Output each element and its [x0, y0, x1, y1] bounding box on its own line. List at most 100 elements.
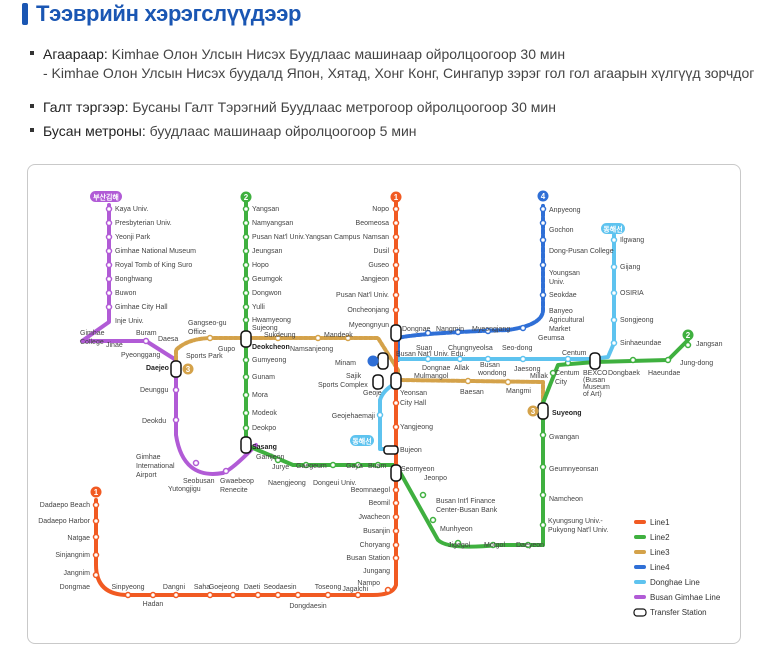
badge-donghae-top [601, 223, 625, 234]
station-label: Dongnae [422, 365, 451, 372]
station-label: Jungang [363, 568, 390, 575]
station-label: Modeok [252, 410, 277, 417]
station-label: Pusan Nat'l Univ.Yangsan Campus [252, 234, 361, 241]
legend-line1-swatch [634, 520, 646, 524]
station-label: Dongwon [252, 290, 282, 297]
badge-line2-top-text: 2 [244, 193, 249, 202]
bullet-icon [30, 128, 34, 133]
station-label: Pukyong Nat'l Univ. [548, 527, 608, 534]
transfer-bexco[interactable] [589, 352, 601, 370]
station-label: Nopo [372, 206, 389, 213]
station-label: Deokdu [142, 418, 166, 425]
station-label: Jwacheon [358, 514, 390, 521]
transfer-deokcheon[interactable] [240, 330, 252, 348]
transfer-seomyeon[interactable] [390, 464, 402, 482]
badge-line1-top [390, 191, 402, 203]
map-legend: Line1 Line2 Line3 Line4 Donghae Line Bus… [633, 518, 721, 617]
station-label: Jangsan [696, 341, 723, 348]
station-label: Jeonpo [424, 475, 447, 482]
badge-gimhae-line [90, 191, 122, 202]
page-title: Тээврийн хэрэгслүүдээр [36, 1, 302, 26]
station-label: Namsan [363, 234, 389, 241]
station-label: Sports Complex [318, 382, 368, 389]
info-sub: - Kimhae Олон Улсын Нисэх буудалд Япон, … [43, 65, 755, 81]
transfer-suyeong[interactable] [537, 402, 549, 420]
station-label: Banyeo [549, 308, 573, 315]
station-label: Centum [555, 370, 580, 377]
station-label: Jurye [272, 464, 289, 471]
station-dot[interactable] [105, 205, 113, 213]
station-label: Namsanjeong [290, 346, 333, 353]
station-label: OSIRIA [620, 290, 644, 297]
station-label: Seodaesin [263, 584, 296, 591]
station-label: Mulmangol [414, 373, 449, 380]
station-label: Presbyterian Univ. [115, 220, 172, 227]
station-label: City [555, 379, 568, 386]
station-label: Gamjeon [256, 454, 285, 461]
station-label: Office [188, 329, 206, 336]
station-label: Yangjeong [400, 424, 433, 431]
legend-donghae-swatch [634, 580, 646, 584]
station-label: Daesa [158, 336, 178, 343]
station-label: Geumnyeonsan [549, 466, 599, 473]
station-label: Jung-dong [680, 360, 713, 367]
transfer-daejeo[interactable] [170, 360, 182, 378]
page-header: Тээврийн хэрэгслүүдээр [22, 0, 302, 28]
info-train: Галт тэргээр: Бусаны Галт Тэрэгний Буудл… [30, 98, 556, 117]
station-label: wondong [477, 370, 507, 377]
transfer-dongnae[interactable] [390, 324, 402, 342]
bullet-icon [30, 104, 34, 109]
station-label: Choryang [360, 542, 390, 549]
station-label: Mora [252, 392, 268, 399]
info-label: Галт тэргээр: [43, 99, 129, 115]
station-label: Sasang [252, 444, 277, 451]
station-label: Yeonsan [400, 390, 427, 397]
title-accent-bar [22, 3, 28, 25]
station-label: Jagalchi [342, 586, 368, 593]
station-label: Centum [562, 350, 587, 357]
legend-label: Transfer Station [650, 608, 707, 617]
station-label: of Art) [583, 391, 602, 398]
badge-line3-left [182, 363, 194, 375]
station-label: Seo-dong [502, 345, 532, 352]
station-label: Beomnaegol [351, 487, 391, 494]
station-label: Sinhaeundae [620, 340, 661, 347]
legend-gimhae-swatch [634, 595, 646, 599]
transfer-geoje[interactable] [372, 374, 384, 390]
station-label: Jinae [106, 342, 123, 349]
station-label: Oncheonjang [347, 307, 389, 314]
station-label: Myeongjang [472, 326, 510, 333]
station-label: Beomil [369, 500, 391, 507]
station-label: Dong-Pusan College [549, 248, 614, 255]
legend-label: Line4 [650, 563, 670, 572]
transfer-yeonsan[interactable] [390, 372, 402, 390]
station-label: Museum [583, 384, 610, 391]
legend-label: Line2 [650, 533, 670, 542]
info-value: Бусаны Галт Тэрэгний Буудлаас метрогоор … [128, 99, 556, 115]
station-label: Market [549, 326, 570, 333]
line-gimhae [80, 203, 258, 476]
station-label: Gimhae National Museum [115, 248, 196, 255]
station-label: Hadan [143, 601, 164, 608]
station-label: Dangni [163, 584, 186, 591]
transfer-minam[interactable] [377, 352, 389, 370]
station-label: Sujeong [252, 325, 278, 332]
station-label: Renecite [220, 487, 248, 494]
station-label: Yangsan [252, 206, 279, 213]
info-value: Kimhae Олон Улсын Нисэх Буудлаас машинаа… [107, 46, 566, 62]
station-label: Mangmi [506, 388, 531, 395]
station-label: Geojehaemaji [332, 413, 376, 420]
station-label: Gupo [218, 346, 235, 353]
station-label: Dongeui Univ. [313, 480, 357, 487]
station-label: Allak [454, 365, 470, 372]
station-label: Hopo [252, 262, 269, 269]
badge-line2-right [682, 329, 694, 341]
badge-donghae-mid-text: 동해선 [352, 437, 371, 446]
transfer-sasang[interactable] [240, 436, 252, 454]
station-label: Geumsa [538, 335, 565, 342]
station-label: Sajik [346, 373, 362, 380]
station-label: Busanjin [363, 528, 390, 535]
station-label: Suyeong [552, 410, 582, 417]
transfer-bujeon[interactable] [383, 445, 399, 455]
station-label: Yutongjigu [168, 486, 201, 493]
